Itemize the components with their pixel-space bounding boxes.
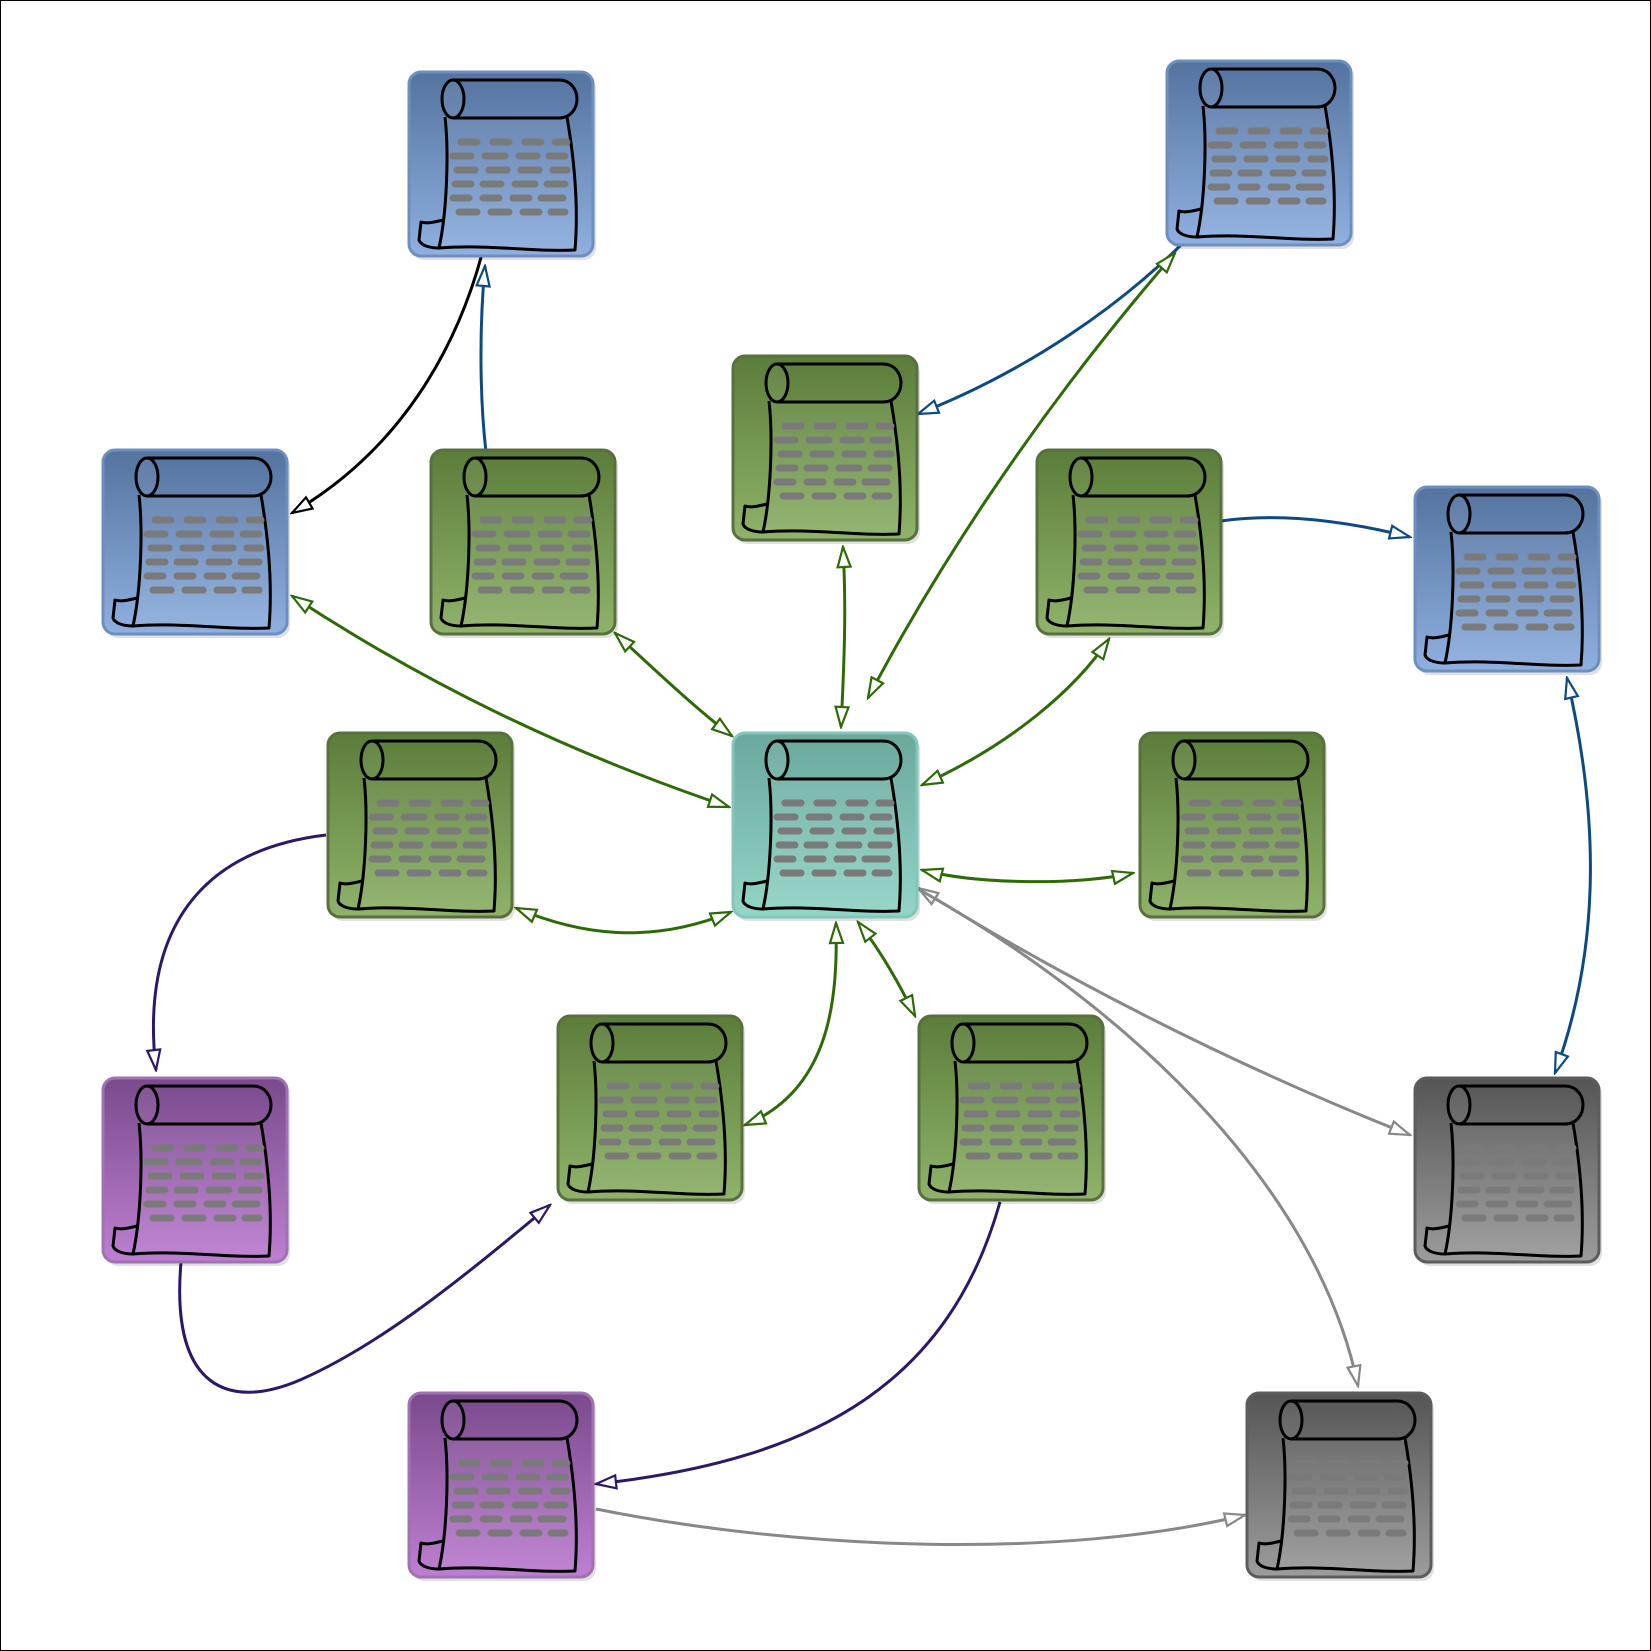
- node-blue-top-right[interactable]: [1165, 59, 1354, 249]
- scroll-text-lines: [1180, 799, 1302, 877]
- edge-green-upper-right-to-blue-right: [1220, 516, 1410, 537]
- scroll-text-lines: [143, 516, 265, 594]
- node-purple-left[interactable]: [101, 1076, 290, 1266]
- scroll-text-lines: [1455, 1144, 1577, 1222]
- edge-purple-bottom-to-gray-bottom: [595, 1507, 1245, 1547]
- node-green-mid-left[interactable]: [326, 731, 515, 921]
- scroll-text-lines: [959, 1082, 1081, 1160]
- scroll-text-lines: [143, 1144, 265, 1222]
- scroll-document-icon: [417, 1399, 579, 1573]
- node-green-top-center[interactable]: [731, 354, 920, 544]
- scroll-text-lines: [773, 799, 895, 877]
- scroll-text-lines: [449, 1459, 571, 1537]
- scroll-document-icon: [111, 456, 273, 630]
- edge-green-upper-left-to-blue-top-left: [481, 266, 486, 453]
- node-green-upper-left[interactable]: [429, 448, 618, 638]
- scroll-document-icon: [1045, 456, 1207, 630]
- scroll-text-lines: [598, 1082, 720, 1160]
- scroll-text-lines: [1287, 1459, 1409, 1537]
- node-green-low-right[interactable]: [917, 1014, 1106, 1204]
- scroll-document-icon: [1423, 493, 1585, 667]
- scroll-text-lines: [773, 422, 895, 500]
- scroll-document-icon: [1148, 739, 1310, 913]
- scroll-text-lines: [471, 516, 593, 594]
- edge-green-mid-right-to-center-hub: [922, 870, 1133, 882]
- edge-blue-top-left-to-blue-left: [292, 253, 484, 513]
- nodes-layer: [101, 59, 1602, 1581]
- edge-purple-left-to-green-low-left: [178, 1205, 550, 1394]
- node-green-upper-right[interactable]: [1035, 448, 1224, 638]
- node-purple-bottom[interactable]: [407, 1391, 596, 1581]
- node-blue-top-left[interactable]: [407, 70, 596, 260]
- scroll-document-icon: [1423, 1084, 1585, 1258]
- edge-green-upper-left-to-center-hub: [615, 633, 732, 736]
- node-blue-right[interactable]: [1413, 485, 1602, 675]
- scroll-text-lines: [368, 799, 490, 877]
- edge-green-mid-left-to-center-hub: [516, 908, 731, 935]
- node-center-hub[interactable]: [731, 731, 920, 921]
- scroll-text-lines: [1455, 553, 1577, 631]
- scroll-text-lines: [1077, 516, 1199, 594]
- node-gray-right[interactable]: [1413, 1076, 1602, 1266]
- scroll-document-icon: [741, 739, 903, 913]
- edge-center-hub-to-green-low-right: [858, 922, 915, 1016]
- scroll-document-icon: [741, 362, 903, 536]
- node-blue-left[interactable]: [101, 448, 290, 638]
- edges-layer: [153, 242, 1592, 1547]
- edge-green-mid-left-to-purple-left: [153, 833, 327, 1070]
- scroll-text-lines: [449, 138, 571, 216]
- edge-green-top-center-to-center-hub: [841, 547, 845, 727]
- scroll-document-icon: [566, 1022, 728, 1196]
- edge-blue-left-to-center-hub: [292, 596, 729, 809]
- scroll-document-icon: [439, 456, 601, 630]
- scroll-document-icon: [417, 78, 579, 252]
- scroll-document-icon: [1255, 1399, 1417, 1573]
- scroll-document-icon: [336, 739, 498, 913]
- edge-center-hub-to-blue-top-right: [868, 253, 1175, 698]
- node-gray-bottom[interactable]: [1245, 1391, 1434, 1581]
- edge-center-hub-to-gray-bottom: [919, 888, 1358, 1386]
- node-green-mid-right[interactable]: [1138, 731, 1327, 921]
- edge-green-low-right-to-purple-bottom: [596, 1201, 1002, 1484]
- edge-green-upper-right-to-center-hub: [922, 639, 1109, 785]
- scroll-document-icon: [1175, 67, 1337, 241]
- edge-blue-right-to-gray-right: [1553, 678, 1592, 1073]
- edge-center-hub-to-green-low-left: [745, 923, 836, 1127]
- node-green-low-left[interactable]: [556, 1014, 745, 1204]
- scroll-document-icon: [927, 1022, 1089, 1196]
- scroll-text-lines: [1207, 127, 1329, 205]
- scroll-document-icon: [111, 1084, 273, 1258]
